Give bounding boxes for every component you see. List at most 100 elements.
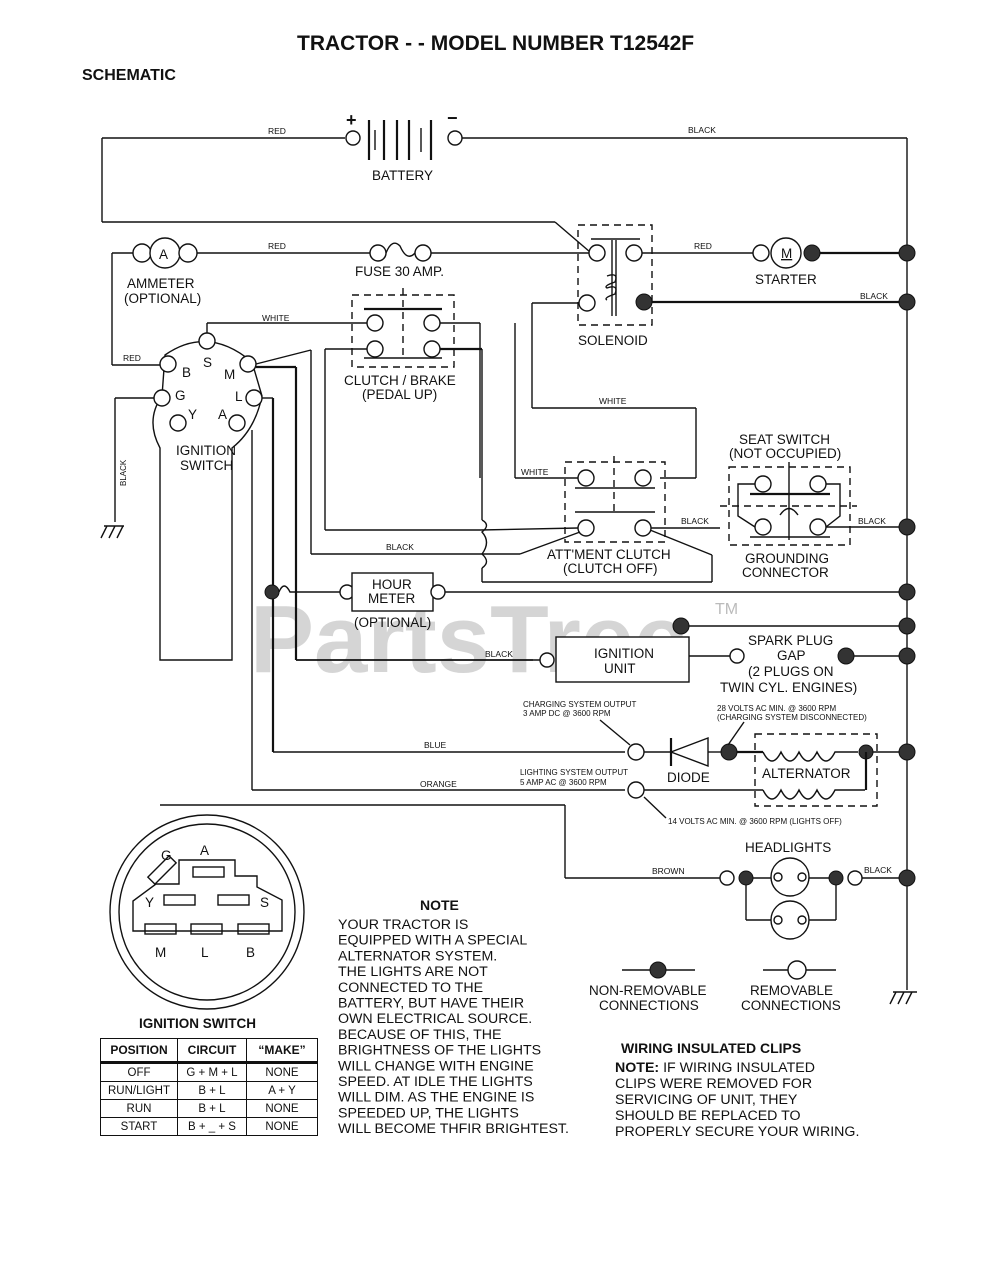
note-line: BATTERY, BUT HAVE THEIR — [338, 996, 524, 1012]
wire-label-seat-black: BLACK — [858, 516, 886, 526]
starter-symbol: M — [781, 246, 792, 261]
battery: + − BATTERY RED BLACK — [101, 108, 908, 990]
non-removable-connection-symbol — [649, 961, 667, 979]
grounding-connector-label: GROUNDING — [745, 551, 829, 566]
ignition-switch-table: POSITION CIRCUIT “MAKE” OFF G + M + L NO… — [100, 1038, 318, 1136]
legend-non-removable-label-2: CONNECTIONS — [599, 998, 699, 1013]
headlights-label: HEADLIGHTS — [745, 840, 831, 855]
switch-face-s: S — [260, 895, 269, 910]
note-line: SPEED. AT IDLE THE LIGHTS — [338, 1074, 533, 1090]
ignition-unit-label-2: UNIT — [604, 661, 636, 676]
ignition-label-s: S — [203, 355, 212, 370]
watermark-trademark: TM — [715, 601, 738, 618]
cell-position: RUN — [100, 1099, 178, 1118]
ignition-terminal-b — [159, 355, 177, 373]
attachment-clutch-sub-label: (CLUTCH OFF) — [563, 561, 658, 576]
switch-face-m: M — [155, 945, 166, 960]
ignition-label-l: L — [235, 389, 243, 404]
alternator-voltage-annotation: 28 VOLTS AC MIN. @ 3600 RPM — [717, 704, 836, 713]
ignition-terminal-a — [228, 414, 246, 432]
wire-label-starter-red: RED — [694, 241, 712, 251]
switch-face-l: L — [201, 945, 209, 960]
note-line: EQUIPPED WITH A SPECIAL — [338, 933, 527, 949]
clutch-brake-label: CLUTCH / BRAKE — [344, 373, 456, 388]
ammeter-optional-label: (OPTIONAL) — [124, 291, 201, 306]
note-line: OWN ELECTRICAL SOURCE. — [338, 1011, 532, 1027]
starter: M STARTER — [752, 237, 907, 287]
clips-note-line-4: PROPERLY SECURE YOUR WIRING. — [615, 1124, 859, 1140]
ammeter-symbol: A — [159, 247, 168, 262]
wire-label-headlight-brown: BROWN — [652, 866, 685, 876]
page-title: TRACTOR - - MODEL NUMBER T12542F — [297, 32, 694, 55]
cell-make: NONE — [246, 1062, 318, 1082]
note-line: SPEEDED UP, THE LIGHTS — [338, 1105, 519, 1121]
cell-make: NONE — [246, 1117, 318, 1136]
hour-meter-label-2: METER — [368, 591, 416, 606]
cell-make: NONE — [246, 1099, 318, 1118]
legend-removable-label-2: CONNECTIONS — [741, 998, 841, 1013]
note-line: WILL BECOME THFIR BRIGHTEST. — [338, 1121, 569, 1137]
ammeter: A AMMETER (OPTIONAL) RED — [111, 237, 370, 366]
fuse-label: FUSE 30 AMP. — [355, 264, 444, 279]
spark-plug-note-1: (2 PLUGS ON — [748, 664, 834, 679]
diode-label: DIODE — [667, 770, 710, 785]
col-header-position: POSITION — [100, 1038, 178, 1064]
ground-node — [898, 244, 916, 262]
clips-note-line-3: SHOULD BE REPLACED TO — [615, 1108, 801, 1124]
seat-switch: SEAT SWITCH (NOT OCCUPIED) GROUNDING CON… — [720, 432, 916, 580]
lighting-output-rating: 5 AMP AC @ 3600 RPM — [520, 778, 607, 787]
table-row: RUN/LIGHT B + L A + Y — [100, 1081, 318, 1100]
seat-switch-sub-label: (NOT OCCUPIED) — [729, 446, 841, 461]
clips-note-line-0: NOTE: IF WIRING INSULATED — [615, 1060, 815, 1076]
wire-label-battery-red: RED — [268, 126, 286, 136]
ignition-terminal-m — [239, 355, 257, 373]
battery-positive-terminal — [345, 130, 361, 146]
cell-circuit: G + M + L — [177, 1062, 247, 1082]
attachment-clutch-switch: WHITE BLACK ATT'MENT CLUTCH (CLUTCH OFF) — [479, 323, 720, 576]
ignition-terminal-y — [169, 414, 187, 432]
fuse: FUSE 30 AMP. — [355, 242, 590, 279]
ignition-unit-label: IGNITION — [594, 646, 654, 661]
note-heading: NOTE — [420, 897, 459, 913]
hour-meter-optional-label: (OPTIONAL) — [354, 615, 431, 630]
connection-legend: NON-REMOVABLE CONNECTIONS REMOVABLE CONN… — [589, 960, 841, 1013]
col-header-make: “MAKE” — [246, 1038, 318, 1064]
wire-label-solenoid-black: BLACK — [860, 291, 888, 301]
cell-position: START — [100, 1117, 178, 1136]
cell-circuit: B + _ + S — [177, 1117, 247, 1136]
ignition-label-b: B — [182, 365, 191, 380]
ignition-label-a: A — [218, 407, 227, 422]
note-line: YOUR TRACTOR IS — [338, 917, 468, 933]
switch-face-g: G — [161, 848, 172, 863]
wire-label-attclutch-black: BLACK — [681, 516, 709, 526]
clips-note: WIRING INSULATED CLIPS NOTE: IF WIRING I… — [615, 1040, 859, 1140]
cell-circuit: B + L — [177, 1081, 247, 1100]
spark-plug-gap-label: GAP — [777, 648, 806, 663]
clips-note-line-2: SERVICING OF UNIT, THEY — [615, 1092, 798, 1108]
wire-label-ground-black: BLACK — [119, 459, 128, 486]
note-line: THE LIGHTS ARE NOT — [338, 964, 488, 980]
cell-position: RUN/LIGHT — [100, 1081, 178, 1100]
starter-label: STARTER — [755, 272, 817, 287]
ignition-terminal-g — [153, 389, 171, 407]
clutch-brake-switch: CLUTCH / BRAKE (PEDAL UP) BLACK — [324, 288, 713, 583]
seat-switch-label: SEAT SWITCH — [739, 432, 830, 447]
attachment-clutch-label: ATT'MENT CLUTCH — [547, 547, 671, 562]
ignition-switch-label: IGNITION — [176, 443, 236, 458]
wire-label-ignition-unit-black: BLACK — [485, 649, 513, 659]
ignition-switch: S B M G L Y A IGNITION SWITCH RED WHITE … — [100, 313, 720, 879]
col-header-circuit: CIRCUIT — [177, 1038, 247, 1064]
lighting-output-annotation: LIGHTING SYSTEM OUTPUT — [520, 768, 628, 777]
alternator-label: ALTERNATOR — [762, 766, 851, 781]
wire-label-ammeter-red: RED — [268, 241, 286, 251]
charging-output-terminal — [627, 743, 645, 761]
table-row: RUN B + L NONE — [100, 1099, 318, 1118]
cell-circuit: B + L — [177, 1099, 247, 1118]
battery-minus-sign: − — [447, 108, 458, 128]
charging-output-annotation: CHARGING SYSTEM OUTPUT — [523, 700, 636, 709]
note-line: WILL DIM. AS THE ENGINE IS — [338, 1090, 534, 1106]
grounding-connector-sub-label: CONNECTOR — [742, 565, 829, 580]
ignition-label-g: G — [175, 388, 186, 403]
spark-plug-note-2: TWIN CYL. ENGINES) — [720, 680, 857, 695]
